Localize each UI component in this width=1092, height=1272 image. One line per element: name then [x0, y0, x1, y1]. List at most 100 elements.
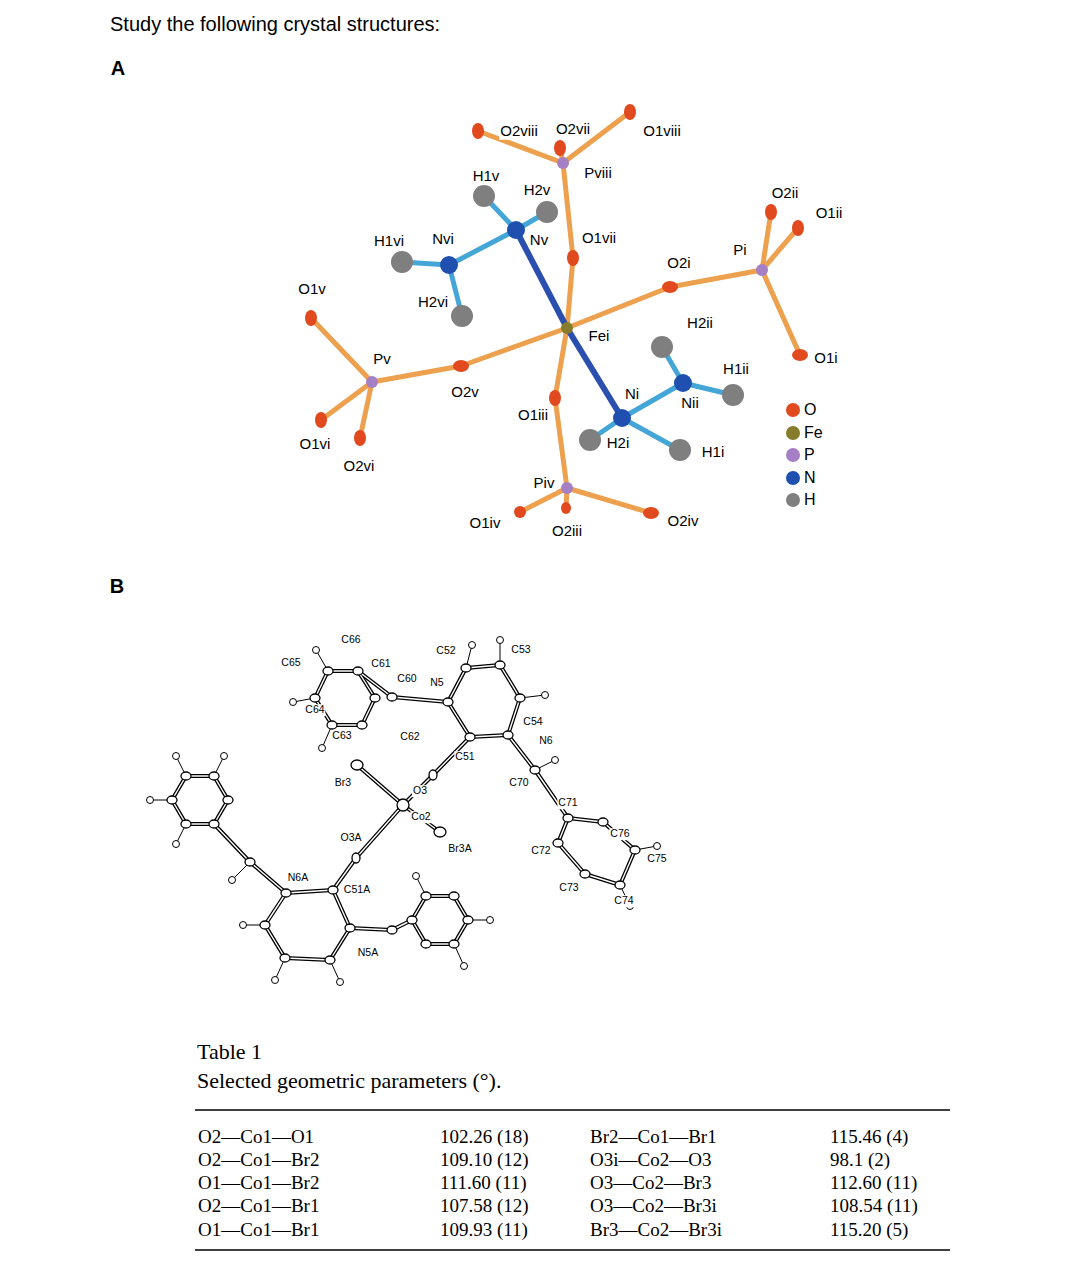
ortep-bond	[172, 665, 635, 960]
atom-label: C52	[435, 645, 456, 657]
ortep-atom	[281, 889, 291, 897]
atom-label: O2viii	[499, 123, 539, 140]
phosphate-bond	[311, 318, 372, 382]
atom-label: O2iv	[667, 513, 700, 530]
atom-label: C53	[510, 644, 531, 656]
page-title: Study the following crystal structures:	[110, 13, 440, 35]
ortep-atom	[357, 721, 367, 729]
atom-label: C65	[280, 657, 301, 669]
table-cell: O2—Co1—Br1	[198, 1196, 319, 1217]
legend-swatch	[786, 426, 800, 440]
phosphorus-atom	[756, 264, 768, 276]
ortep-atom	[345, 924, 355, 932]
oxygen-atom	[792, 220, 804, 236]
ortep-atom	[167, 661, 640, 964]
ortep-atom	[503, 731, 513, 739]
oxygen-atom	[643, 507, 659, 519]
atom-label: O3A	[339, 832, 362, 844]
hydrogen-atom	[651, 336, 673, 358]
table-cell: O3i—Co2—O3	[590, 1150, 711, 1171]
legend-swatch	[786, 493, 800, 507]
atom-label: Br3A	[447, 843, 472, 855]
phosphate-bond	[567, 287, 670, 328]
table-cell: 102.26 (18)	[440, 1127, 529, 1148]
ortep-atom	[245, 858, 255, 866]
table-cell: O2—Co1—O1	[198, 1127, 314, 1148]
table-cell: 109.10 (12)	[440, 1150, 529, 1171]
atom-label: O1iv	[469, 515, 502, 532]
atom-label: Fei	[588, 328, 611, 345]
ortep-atom	[280, 954, 290, 962]
iron-atom	[561, 322, 573, 334]
ortep-atom	[449, 940, 459, 948]
ortep-bond-inner	[172, 665, 635, 960]
iron-atom	[561, 322, 573, 334]
atom-label: C70	[508, 777, 529, 789]
atom-label: C71	[557, 797, 578, 809]
nitrogen-atom	[440, 256, 458, 274]
ortep-atom	[407, 916, 417, 924]
atom-label: C72	[530, 845, 551, 857]
atom-label: C64	[304, 704, 325, 716]
table-cell: Br2—Co1—Br1	[590, 1127, 717, 1148]
phosphate-bond	[520, 488, 567, 512]
atom-label: O2iii	[551, 523, 583, 540]
ortep-h-atom	[654, 843, 661, 850]
oxygen-atom	[792, 349, 808, 361]
phosphate-bond	[563, 112, 630, 163]
atom-label: O1vi	[299, 436, 332, 453]
table-cell: 115.20 (5)	[830, 1220, 908, 1241]
table-cell: 115.46 (4)	[830, 1127, 908, 1148]
atom-label: C54	[522, 716, 543, 728]
ortep-atom	[353, 667, 363, 675]
table-caption: Selected geometric parameters (°).	[197, 1069, 501, 1093]
atom-label: H2vi	[417, 294, 449, 311]
atom-label: C51A	[343, 884, 371, 896]
table-cell: O2—Co1—Br2	[198, 1150, 319, 1171]
hydrogen-atom	[391, 251, 413, 273]
atom-label: Nv	[529, 232, 549, 249]
phosphate-bond	[563, 163, 573, 258]
legend-text: H	[804, 491, 816, 509]
ortep-h-atom	[552, 757, 559, 764]
table-rule	[195, 1109, 950, 1111]
oxygen-atom	[472, 123, 484, 139]
phosphate-bond	[372, 366, 461, 382]
ortep-atom	[563, 814, 573, 822]
ortep-atom	[630, 846, 640, 854]
ortep-h-atom	[469, 642, 476, 649]
ortep-atom	[515, 694, 525, 702]
ortep-h-atom	[542, 692, 549, 699]
ortep-atom	[553, 839, 563, 847]
ortep-h-atom	[173, 841, 180, 848]
ortep-atom	[449, 892, 459, 900]
ortep-atom	[370, 694, 380, 702]
oxygen-atom	[554, 140, 566, 156]
ortep-atom	[223, 796, 233, 804]
ortep-atom	[387, 926, 397, 934]
atom-label: O1viii	[642, 123, 682, 140]
ortep-atom	[443, 698, 453, 706]
phosphate-bond	[311, 112, 800, 513]
fe-n-bond	[516, 230, 567, 328]
ortep-h-atom	[229, 877, 236, 884]
atom-label: N5	[429, 677, 444, 689]
ortep-atom	[421, 892, 431, 900]
table-cell: 108.54 (11)	[830, 1196, 918, 1217]
atom-label: O3	[412, 785, 428, 797]
oxygen-atom	[624, 104, 636, 120]
ortep-atom	[181, 772, 191, 780]
ortep-h-atom	[313, 647, 320, 654]
ortep-atom	[351, 760, 363, 770]
ortep-h-atom	[487, 917, 494, 924]
ortep-h-atom	[290, 699, 297, 706]
atom-label: O1vii	[581, 230, 617, 247]
nitrogen-atom	[674, 374, 692, 392]
oxygen-atom	[561, 502, 571, 514]
ortep-h-atom	[147, 797, 154, 804]
table-cell: O3—Co2—Br3	[590, 1173, 711, 1194]
oxygen-atom	[354, 430, 366, 446]
hydrogen-atom	[451, 305, 473, 327]
table-cell: Br3—Co2—Br3i	[590, 1220, 722, 1241]
